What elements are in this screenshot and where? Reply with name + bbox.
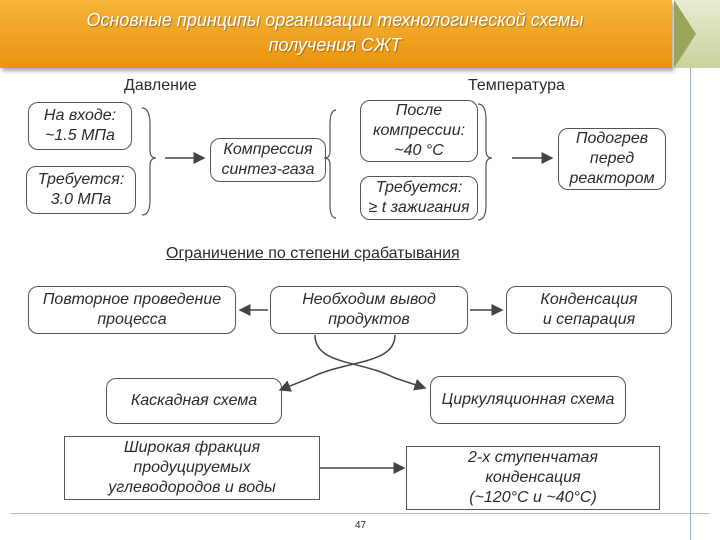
slide-title-line2: получения СЖТ (268, 35, 402, 55)
after-compression-box: После компрессии: ~40 °С (360, 100, 478, 162)
title-bar: Основные принципы организации технологич… (0, 0, 672, 68)
wide-fraction-box: Широкая фракция продуцируемых углеводоро… (64, 436, 320, 500)
required-pressure-line2: 3.0 МПа (50, 191, 112, 208)
temperature-brace (477, 103, 493, 221)
repeat-process-line1: Повторное проведение (42, 291, 222, 308)
repeat-process-line2: процесса (97, 311, 167, 328)
circulation-scheme-label: Циркуляционная схема (441, 391, 615, 408)
cross-arrow-to-cascade (278, 334, 396, 392)
required-temperature-box: Требуется: ≥ t зажигания (360, 176, 478, 220)
footer-divider (10, 513, 710, 514)
repeat-process-box: Повторное проведение процесса (28, 286, 236, 334)
wide-fraction-line3: углеводородов и воды (108, 479, 276, 496)
condensation-box: Конденсация и сепарация (506, 286, 672, 334)
page-number: 47 (355, 520, 367, 531)
two-stage-line1: 2-х ступенчатая (468, 449, 598, 466)
compression-brace (323, 109, 337, 219)
required-temperature-line1: Требуется: (375, 179, 463, 196)
required-pressure-line1: Требуется: (37, 171, 125, 188)
pressure-brace (141, 107, 157, 216)
after-compression-line2: компрессии: (372, 122, 466, 139)
product-output-line2: продуктов (328, 311, 410, 328)
wide-fraction-line2: продуцируемых (133, 459, 251, 476)
temperature-header: Температура (468, 77, 565, 94)
pressure-header: Давление (124, 77, 197, 94)
after-compression-line1: После (395, 102, 443, 119)
corner-decoration (674, 0, 720, 68)
inlet-pressure-box: На входе: ~1.5 МПа (28, 102, 132, 150)
condensation-line1: Конденсация (540, 291, 638, 308)
product-output-box: Необходим вывод продуктов (270, 286, 468, 334)
inlet-pressure-line1: На входе: (43, 107, 117, 124)
after-compression-line3: ~40 °С (394, 142, 444, 159)
required-temperature-line2: ≥ t зажигания (368, 199, 470, 216)
cross-arrow-to-circulation (314, 334, 427, 391)
two-stage-condensation-box: 2-х ступенчатая конденсация (~120°С и ~4… (406, 446, 660, 510)
conversion-header: Ограничение по степени срабатывания (166, 245, 460, 262)
right-border-line (690, 68, 691, 540)
cascade-scheme-box: Каскадная схема (106, 378, 282, 424)
preheat-box: Подогрев перед реактором (558, 128, 666, 190)
inlet-pressure-line2: ~1.5 МПа (45, 127, 115, 144)
two-stage-line2: конденсация (485, 469, 581, 486)
preheat-line1: Подогрев (575, 130, 649, 147)
compression-line2: синтез-газа (221, 161, 315, 178)
two-stage-line3: (~120°С и ~40°С) (469, 489, 597, 506)
compression-line1: Компрессия (223, 141, 313, 158)
condensation-line2: и сепарация (542, 311, 636, 328)
preheat-line3: реактором (569, 170, 655, 187)
compression-box: Компрессия синтез-газа (210, 138, 326, 182)
required-pressure-box: Требуется: 3.0 МПа (26, 166, 136, 214)
wide-fraction-line1: Широкая фракция (123, 439, 261, 456)
cascade-scheme-label: Каскадная схема (130, 392, 258, 409)
slide-title: Основные принципы организации технологич… (10, 8, 660, 58)
slide-title-line1: Основные принципы организации технологич… (86, 10, 584, 30)
product-output-line1: Необходим вывод (302, 291, 436, 308)
circulation-scheme-box: Циркуляционная схема (430, 376, 626, 424)
preheat-line2: перед (589, 150, 635, 167)
